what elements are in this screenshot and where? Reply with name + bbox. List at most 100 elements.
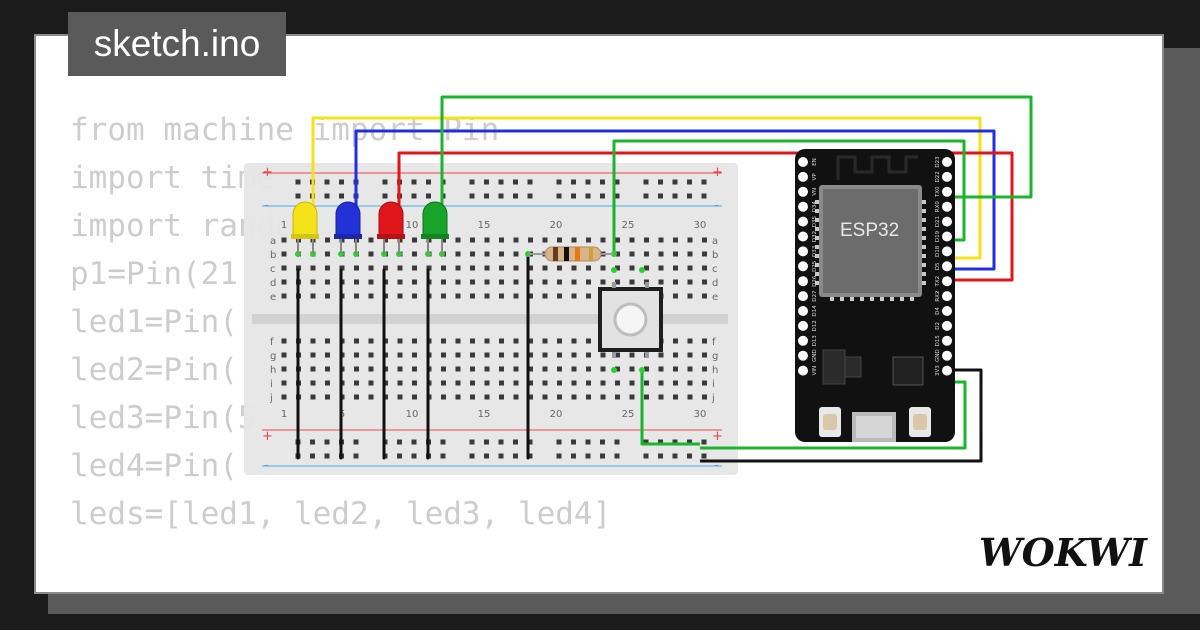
column-number: 15 (478, 220, 491, 231)
wokwi-logo: WOKWI (979, 530, 1148, 575)
esp32-pin[interactable] (942, 291, 952, 302)
esp32-pin-label: D4 (935, 307, 941, 315)
esp32-pin[interactable] (942, 201, 952, 212)
connection-markers (295, 251, 645, 373)
rail-plus-label: + (262, 429, 273, 444)
row-letter: a (270, 236, 276, 247)
esp32-pin-label: RX0 (935, 201, 941, 213)
esp32-pin[interactable] (798, 231, 808, 242)
row-letter: c (712, 264, 718, 275)
esp32-pin-label: GND (935, 349, 941, 362)
esp32-pin-label: D22 (935, 171, 941, 182)
code-line: led4=Pin( (70, 448, 238, 484)
esp32-pin-label: D5 (935, 262, 941, 270)
wire-red (397, 151, 1014, 282)
esp32-pin[interactable] (798, 291, 808, 302)
esp32-pin[interactable] (942, 365, 952, 376)
esp32-pin-label: D23 (935, 156, 941, 168)
esp32-pin[interactable] (798, 306, 808, 316)
row-letter: f (270, 337, 274, 348)
resistor[interactable] (528, 246, 614, 262)
ground-jumpers (296, 252, 530, 460)
row-letter: b (712, 250, 718, 261)
rail-minus-label: - (714, 198, 719, 213)
row-letter: i (712, 379, 715, 390)
column-number: 10 (406, 409, 419, 420)
led-blue[interactable] (334, 201, 362, 254)
esp32-pin[interactable] (942, 276, 952, 287)
esp32-pin-label: TX0 (935, 186, 941, 198)
row-letter: d (270, 278, 276, 289)
code-line: p1=Pin(21 (70, 256, 238, 292)
wire-green-button (612, 139, 966, 254)
esp32-pin-label: D12 (812, 320, 818, 331)
esp32-pin[interactable] (798, 201, 808, 212)
esp32-pin-label: GND (812, 349, 818, 362)
esp32-pin-label: D2 (935, 322, 941, 330)
esp32-pin-label: EN (812, 158, 818, 166)
pushbutton[interactable] (598, 282, 663, 358)
esp32-pin[interactable] (798, 171, 808, 182)
esp32-pin[interactable] (942, 350, 952, 361)
esp32-pin[interactable] (942, 171, 952, 182)
esp32-pin[interactable] (942, 216, 952, 227)
column-number: 25 (622, 220, 635, 231)
file-title-tab[interactable]: sketch.ino (68, 12, 286, 76)
row-letter: d (712, 278, 718, 289)
rail-minus-label: - (264, 198, 269, 213)
esp32-pin[interactable] (942, 261, 952, 272)
esp32-pin[interactable] (798, 365, 808, 376)
esp32-pin[interactable] (798, 216, 808, 227)
esp32-pin-label: D18 (935, 245, 941, 257)
column-number: 1 (281, 220, 287, 231)
esp32-pin-label: D13 (812, 335, 818, 347)
esp32-pin[interactable] (942, 157, 952, 167)
esp32-pin-label: VP (812, 173, 818, 181)
esp32-pin[interactable] (798, 186, 808, 197)
row-letter: e (270, 292, 276, 303)
row-letter: a (712, 236, 718, 247)
esp32-label: ESP32 (840, 220, 899, 241)
breadboard-labels: aabbccddeeffgghhiijj11551010151520202525… (269, 220, 718, 420)
code-line: led3=Pin(5 (70, 400, 257, 436)
esp32-pin[interactable] (942, 335, 952, 346)
esp32-pin[interactable] (798, 261, 808, 272)
wire-blue (354, 129, 996, 271)
column-number: 20 (550, 409, 563, 420)
row-letter: g (712, 351, 718, 362)
esp32-pin-label: D34 (812, 201, 818, 213)
esp32-pin[interactable] (798, 350, 808, 361)
esp32-pin-label: D27 (812, 290, 818, 302)
column-number: 30 (694, 409, 707, 420)
antenna-trace (836, 155, 918, 180)
esp32-pin[interactable] (942, 320, 952, 331)
esp32-pin[interactable] (798, 335, 808, 346)
esp32-pin[interactable] (942, 246, 952, 257)
rail-minus-label: - (264, 458, 269, 473)
code-line: led1=Pin( (70, 304, 238, 340)
code-line: leds=[led1, led2, led3, led4] (70, 496, 612, 532)
rail-plus-label: + (712, 429, 723, 444)
code-line: led2=Pin( (70, 352, 238, 388)
esp32-pin-label: D25 (812, 260, 818, 272)
signal-wires (311, 95, 1033, 463)
esp32-pin[interactable] (798, 157, 808, 167)
row-letter: e (712, 292, 718, 303)
led-green[interactable] (421, 201, 449, 254)
led-yellow[interactable] (291, 201, 319, 254)
esp32-pin[interactable] (942, 306, 952, 316)
breadboard-holes (281, 179, 707, 459)
esp32-pin-label: D19 (935, 230, 941, 242)
led-red[interactable] (377, 201, 405, 254)
rail-plus-label: + (712, 165, 723, 180)
esp32-pin-label: D33 (812, 245, 818, 257)
esp32-pin[interactable] (798, 320, 808, 331)
esp32-pin[interactable] (798, 276, 808, 287)
esp32-pin[interactable] (798, 246, 808, 257)
esp32-pin[interactable] (942, 231, 952, 242)
esp32-pin[interactable] (942, 186, 952, 197)
row-letter: f (712, 337, 716, 348)
row-letter: h (712, 365, 718, 376)
